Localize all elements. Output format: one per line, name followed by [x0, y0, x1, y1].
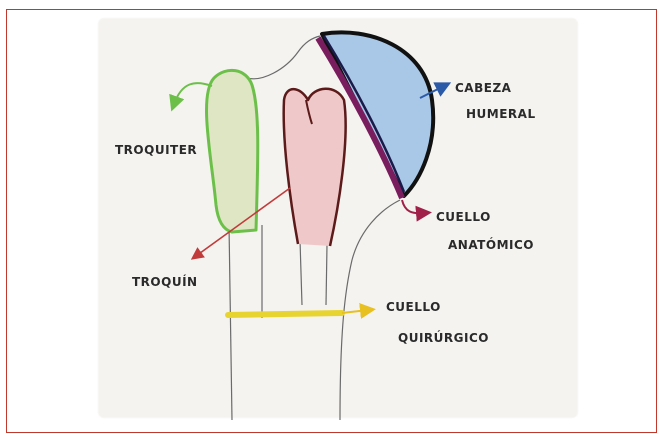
cuello-anatomico-label-line1: CUELLO — [436, 207, 491, 227]
cuello-quirurgico-arrow — [342, 310, 368, 313]
cuello-quirurgico-label-line2: QUIRÚRGICO — [398, 328, 489, 348]
cabeza-humeral-label-line2: HUMERAL — [466, 104, 536, 124]
cuello-quirurgico-band — [228, 313, 342, 315]
cuello-anatomico-arrow — [402, 200, 424, 213]
cuello-quirurgico-label-line1: CUELLO — [386, 297, 441, 317]
cuello-anatomico-label-line2: ANATÓMICO — [448, 235, 534, 255]
cabeza-humeral-label-line1: CABEZA — [455, 78, 511, 98]
troquiter-shape — [207, 70, 258, 232]
troquiter-label: TROQUITER — [115, 140, 197, 160]
troquin-label: TROQUÍN — [132, 272, 198, 292]
troquin-shape — [284, 89, 346, 246]
